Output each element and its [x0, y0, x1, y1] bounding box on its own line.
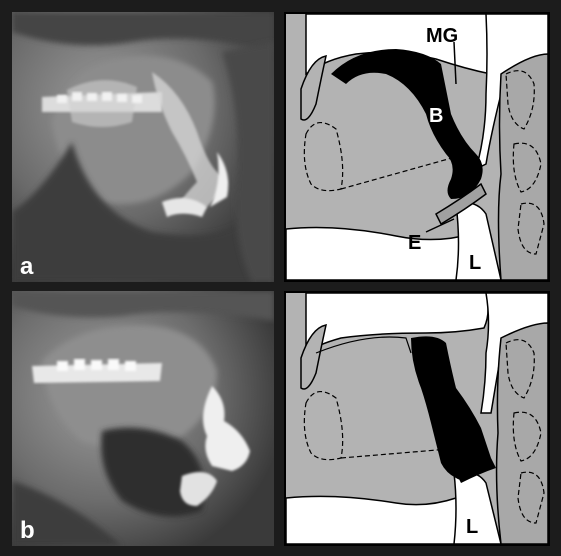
posterior-wall — [497, 323, 548, 544]
label-l: L — [469, 252, 481, 274]
label-mg: MG — [426, 25, 458, 47]
xray-panel-b: b — [12, 291, 274, 546]
schematic-drawing-bottom: L — [286, 293, 548, 544]
xray-panel-a: a — [12, 12, 274, 282]
bolus — [411, 336, 491, 480]
schematic-drawing-top: MG B E L — [286, 14, 548, 280]
xray-image-a: a — [12, 12, 274, 282]
hyoid-outline — [304, 392, 342, 460]
panel-a-letter: a — [20, 253, 34, 280]
nasopharynx-white — [306, 293, 488, 353]
xray-image-b: b — [12, 291, 274, 546]
label-e: E — [408, 232, 421, 254]
label-b: B — [429, 105, 443, 127]
schematic-panel-bottom: L — [284, 291, 550, 546]
label-l: L — [466, 516, 478, 538]
tongue-base-white — [286, 496, 461, 544]
panel-b-letter: b — [20, 517, 35, 544]
soft-palate — [301, 325, 326, 389]
schematic-panel-top: MG B E L — [284, 12, 550, 282]
